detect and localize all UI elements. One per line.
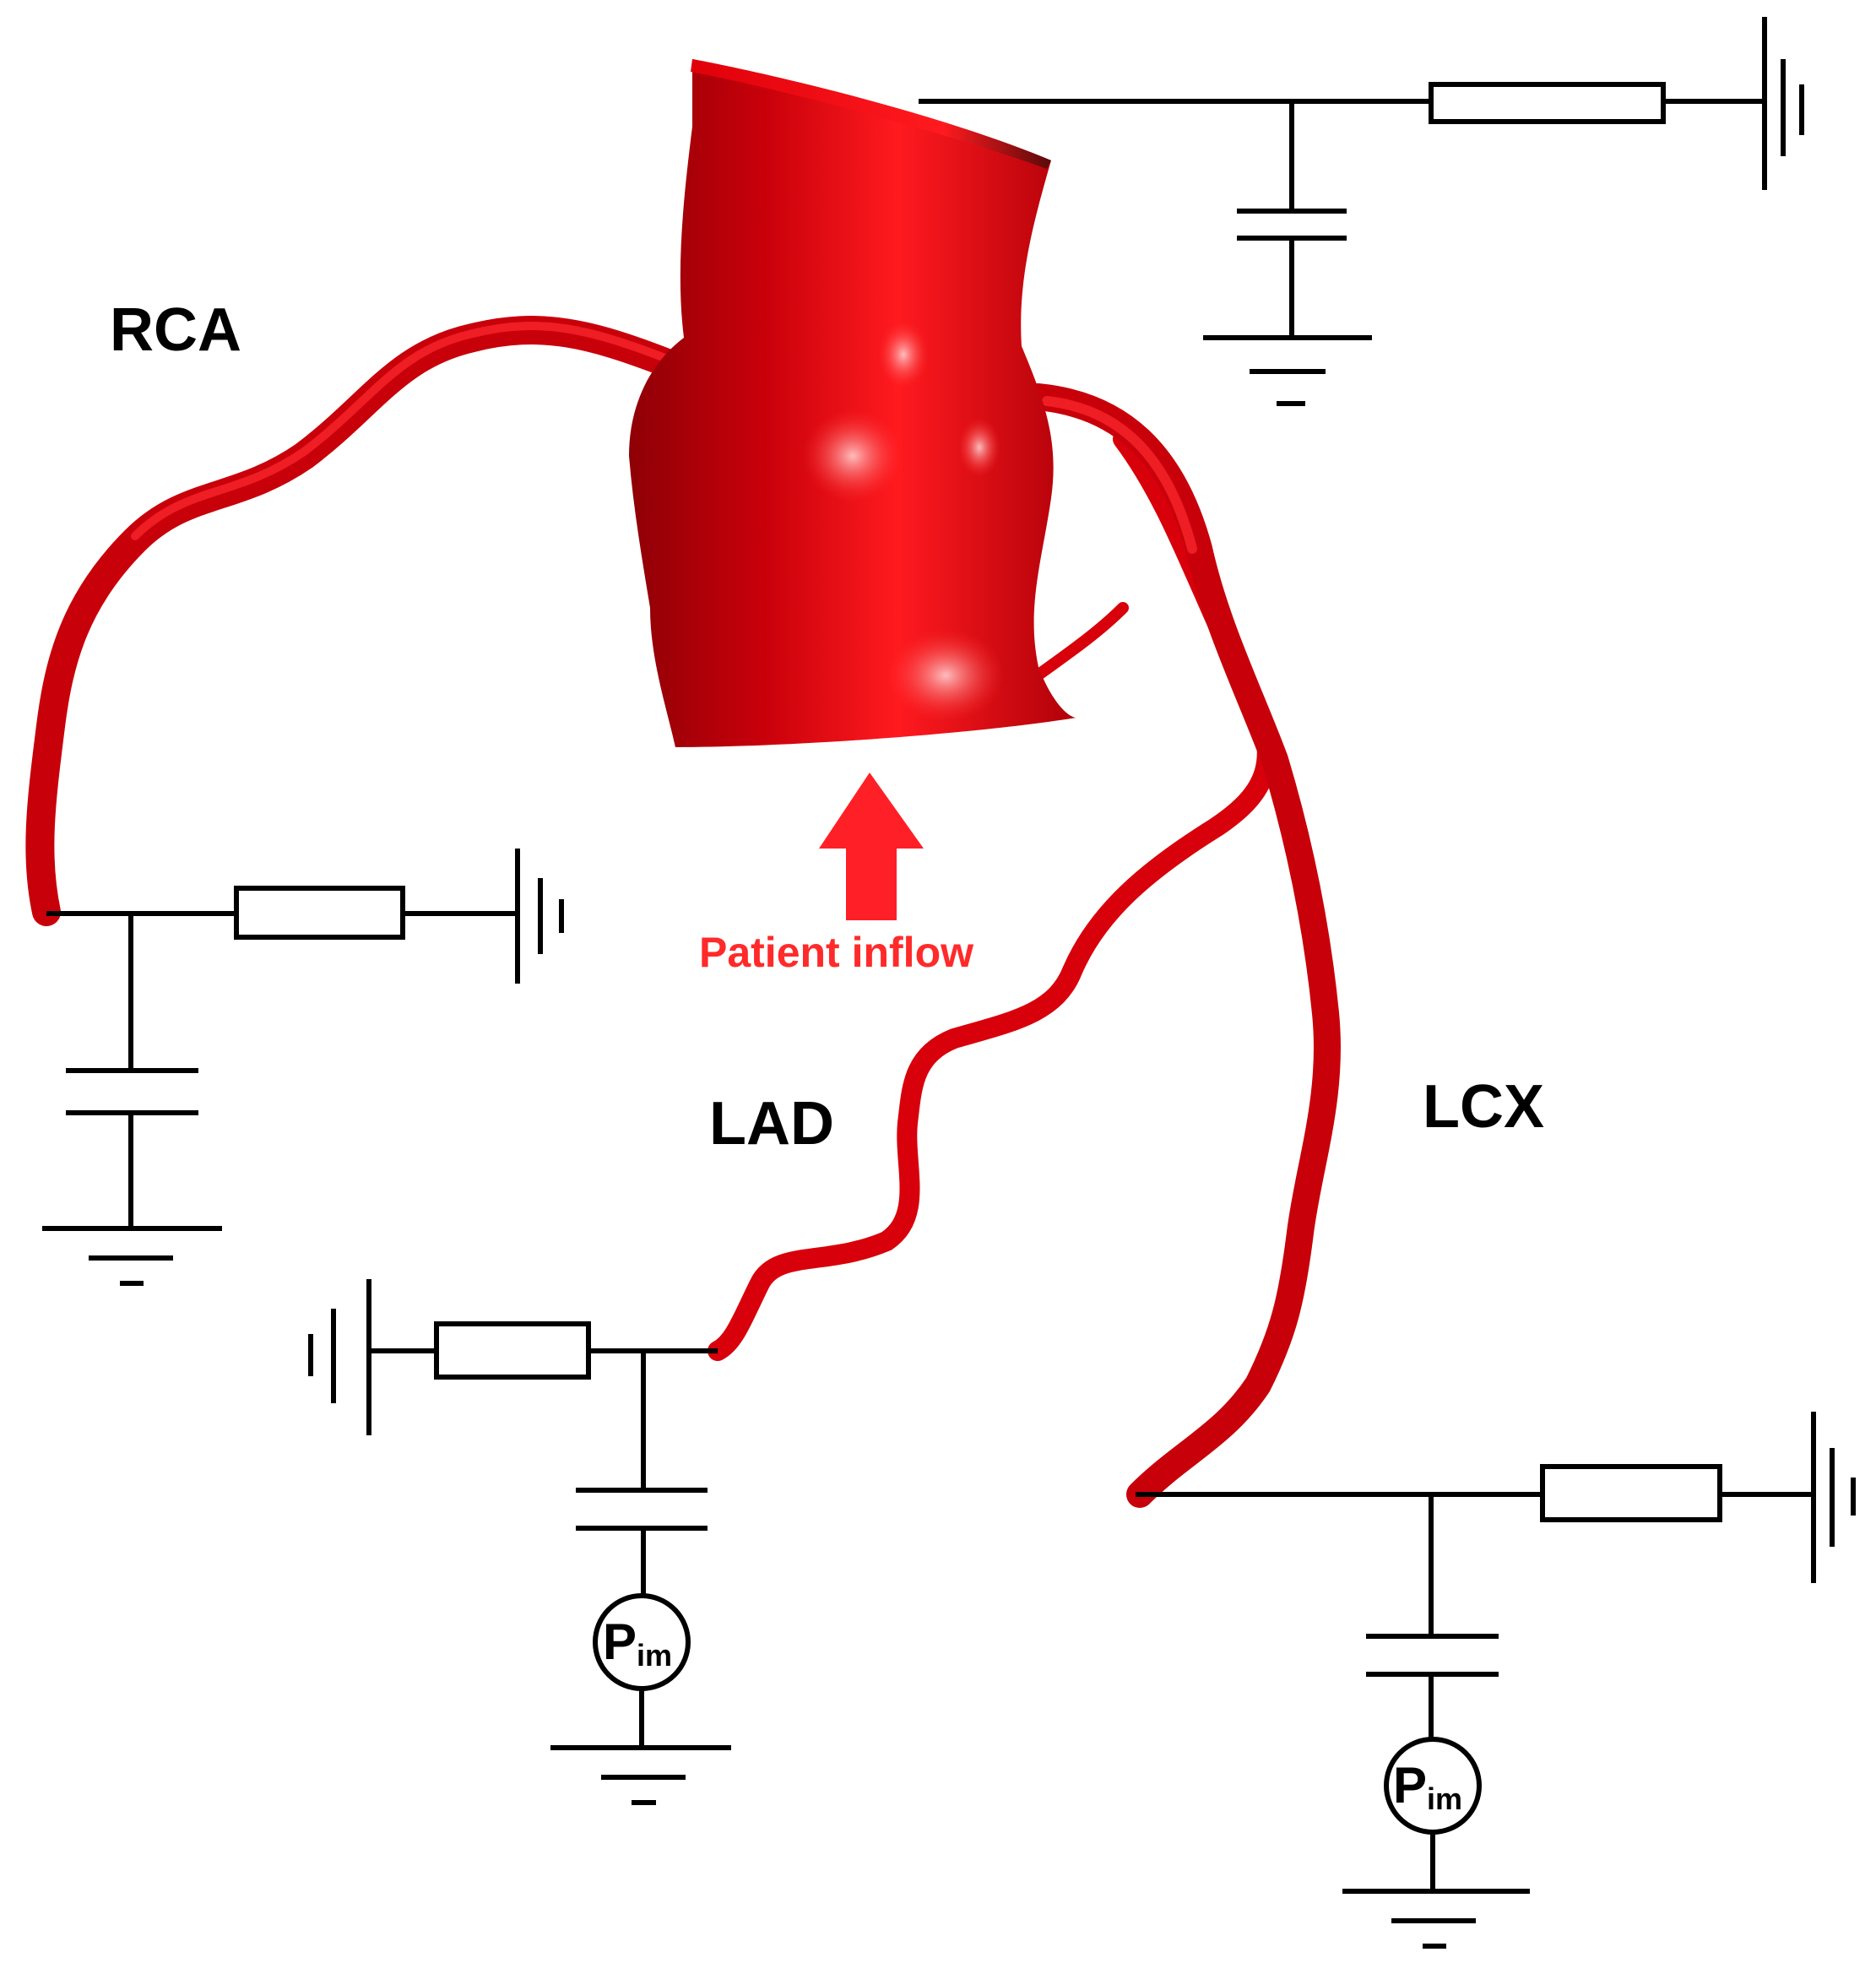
aortic-root: [629, 59, 1076, 747]
lad-outlet-circuit: [308, 1279, 731, 1805]
aorta-shine-2: [886, 629, 1005, 722]
lad-pim-label: Pim: [603, 1613, 672, 1673]
aorta-shine-3: [878, 321, 929, 388]
inflow-arrow: [819, 773, 924, 920]
lad-label: LAD: [709, 1090, 834, 1158]
patient-inflow-label: Patient inflow: [699, 929, 973, 976]
lcx-vessel: [1025, 383, 1341, 1508]
arrow-up-icon: [819, 773, 924, 920]
resistor-symbol: [1429, 82, 1666, 124]
aorta-shine-4: [958, 418, 1000, 477]
lcx-outlet-circuit: [1136, 1412, 1856, 1949]
aorta-shine-1: [802, 409, 903, 502]
resistor-symbol: [434, 1321, 591, 1380]
lcx-pim-label: Pim: [1393, 1757, 1462, 1816]
rca-vessel: [25, 316, 681, 926]
resistor-symbol: [234, 886, 405, 940]
circuit-elements: [42, 17, 1856, 1949]
rca-outlet-circuit: [42, 849, 564, 1286]
lcx-label: LCX: [1423, 1073, 1544, 1141]
rca-label: RCA: [110, 296, 241, 364]
lcx-vessel-highlight: [1042, 396, 1197, 554]
resistor-symbol: [1540, 1464, 1722, 1522]
aorta-body: [629, 59, 1076, 747]
aorta-outlet-circuit: [919, 17, 1804, 406]
aorta-top-rim: [691, 59, 1051, 169]
rca-vessel-highlight: [131, 322, 671, 540]
